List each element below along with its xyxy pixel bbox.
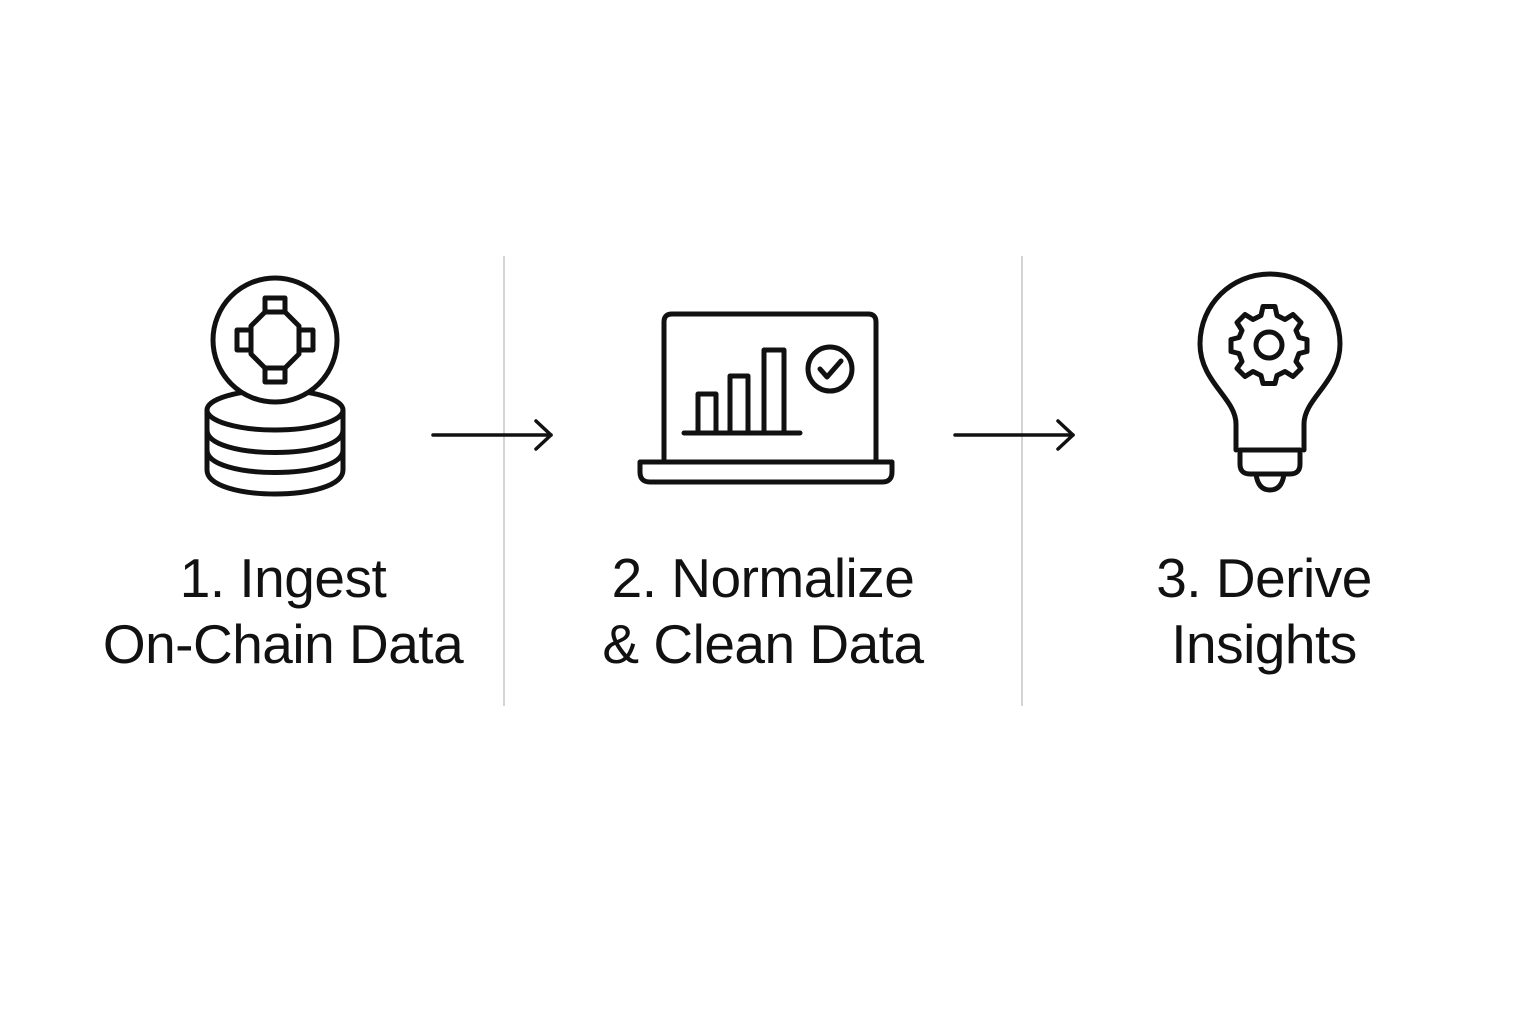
step-3-subtitle: Insights bbox=[1171, 613, 1357, 675]
lightbulb-gear-icon bbox=[1196, 271, 1346, 497]
step-1-subtitle: On-Chain Data bbox=[102, 613, 464, 675]
step-1-title: 1. Ingest bbox=[179, 547, 387, 609]
coin-database-icon bbox=[195, 275, 355, 497]
step-2-subtitle: & Clean Data bbox=[602, 613, 924, 675]
step-1-label: 1. Ingest On-Chain Data bbox=[63, 545, 503, 677]
divider-2 bbox=[1021, 256, 1023, 706]
step-3-label: 3. Derive Insights bbox=[1044, 545, 1484, 677]
laptop-chart-check-icon bbox=[636, 311, 896, 487]
step-3-title: 3. Derive bbox=[1156, 547, 1372, 609]
arrow-right-icon bbox=[953, 418, 1078, 457]
arrow-right-icon bbox=[431, 418, 556, 457]
step-2-label: 2. Normalize & Clean Data bbox=[543, 545, 983, 677]
step-2-title: 2. Normalize bbox=[611, 547, 915, 609]
divider-1 bbox=[503, 256, 505, 706]
